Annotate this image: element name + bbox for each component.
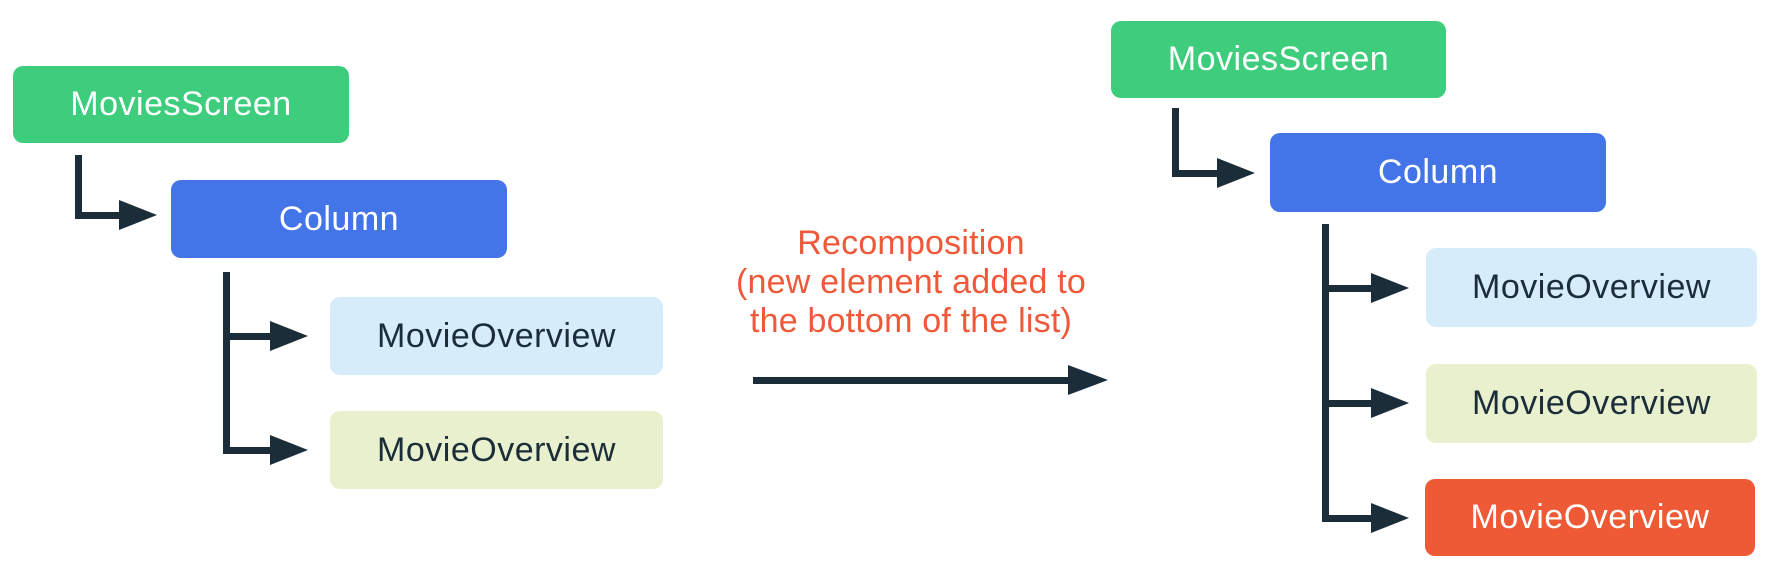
right-node-column: Column [1270, 133, 1606, 212]
left-node-movies-screen-label: MoviesScreen [70, 85, 292, 123]
left-node-movie-overview-1: MovieOverview [330, 297, 663, 375]
right-column-connector-trunk [1322, 224, 1329, 522]
annotation-line-2: (new element added to [735, 263, 1087, 301]
transition-arrowhead-icon [1068, 365, 1108, 395]
right-node-movie-overview-1: MovieOverview [1426, 248, 1757, 327]
left-node-column: Column [171, 180, 507, 258]
left-node-movie-overview-2: MovieOverview [330, 411, 663, 489]
right-root-connector-vertical [1172, 108, 1179, 177]
right-node-movie-overview-2-label: MovieOverview [1472, 384, 1711, 422]
left-root-connector-horizontal [75, 212, 119, 219]
left-node-movie-overview-1-label: MovieOverview [377, 316, 616, 355]
left-root-connector-vertical [75, 155, 82, 219]
right-branch-2-horizontal [1322, 400, 1372, 407]
right-root-arrowhead-icon [1217, 158, 1255, 188]
left-branch-1-horizontal [223, 333, 271, 340]
right-node-column-label: Column [1377, 153, 1499, 191]
right-node-movies-screen-label: MoviesScreen [1167, 40, 1390, 78]
left-node-column-label: Column [278, 199, 400, 238]
right-node-movies-screen: MoviesScreen [1111, 21, 1446, 98]
left-node-movies-screen: MoviesScreen [13, 66, 349, 143]
right-branch-3-arrowhead-icon [1371, 503, 1409, 533]
left-branch-2-horizontal [223, 447, 271, 454]
right-branch-1-arrowhead-icon [1371, 273, 1409, 303]
right-branch-2-arrowhead-icon [1371, 388, 1409, 418]
left-root-arrowhead-icon [119, 200, 157, 230]
left-branch-2-arrowhead-icon [270, 435, 308, 465]
annotation-line-1: Recomposition [797, 224, 1025, 262]
left-node-movie-overview-2-label: MovieOverview [377, 430, 616, 469]
right-node-movie-overview-3-new: MovieOverview [1425, 479, 1755, 556]
transition-arrow-shaft [753, 377, 1069, 384]
right-root-connector-horizontal [1172, 170, 1217, 177]
right-node-movie-overview-1-label: MovieOverview [1472, 268, 1711, 306]
right-node-movie-overview-3-label: MovieOverview [1470, 498, 1710, 536]
right-node-movie-overview-2: MovieOverview [1426, 364, 1757, 443]
right-branch-3-horizontal [1322, 515, 1372, 522]
right-branch-1-horizontal [1322, 285, 1372, 292]
recomposition-annotation: Recomposition (new element added to the … [660, 224, 1162, 341]
left-branch-1-arrowhead-icon [270, 321, 308, 351]
annotation-line-3: the bottom of the list) [749, 302, 1073, 340]
left-column-connector-trunk [223, 272, 230, 454]
